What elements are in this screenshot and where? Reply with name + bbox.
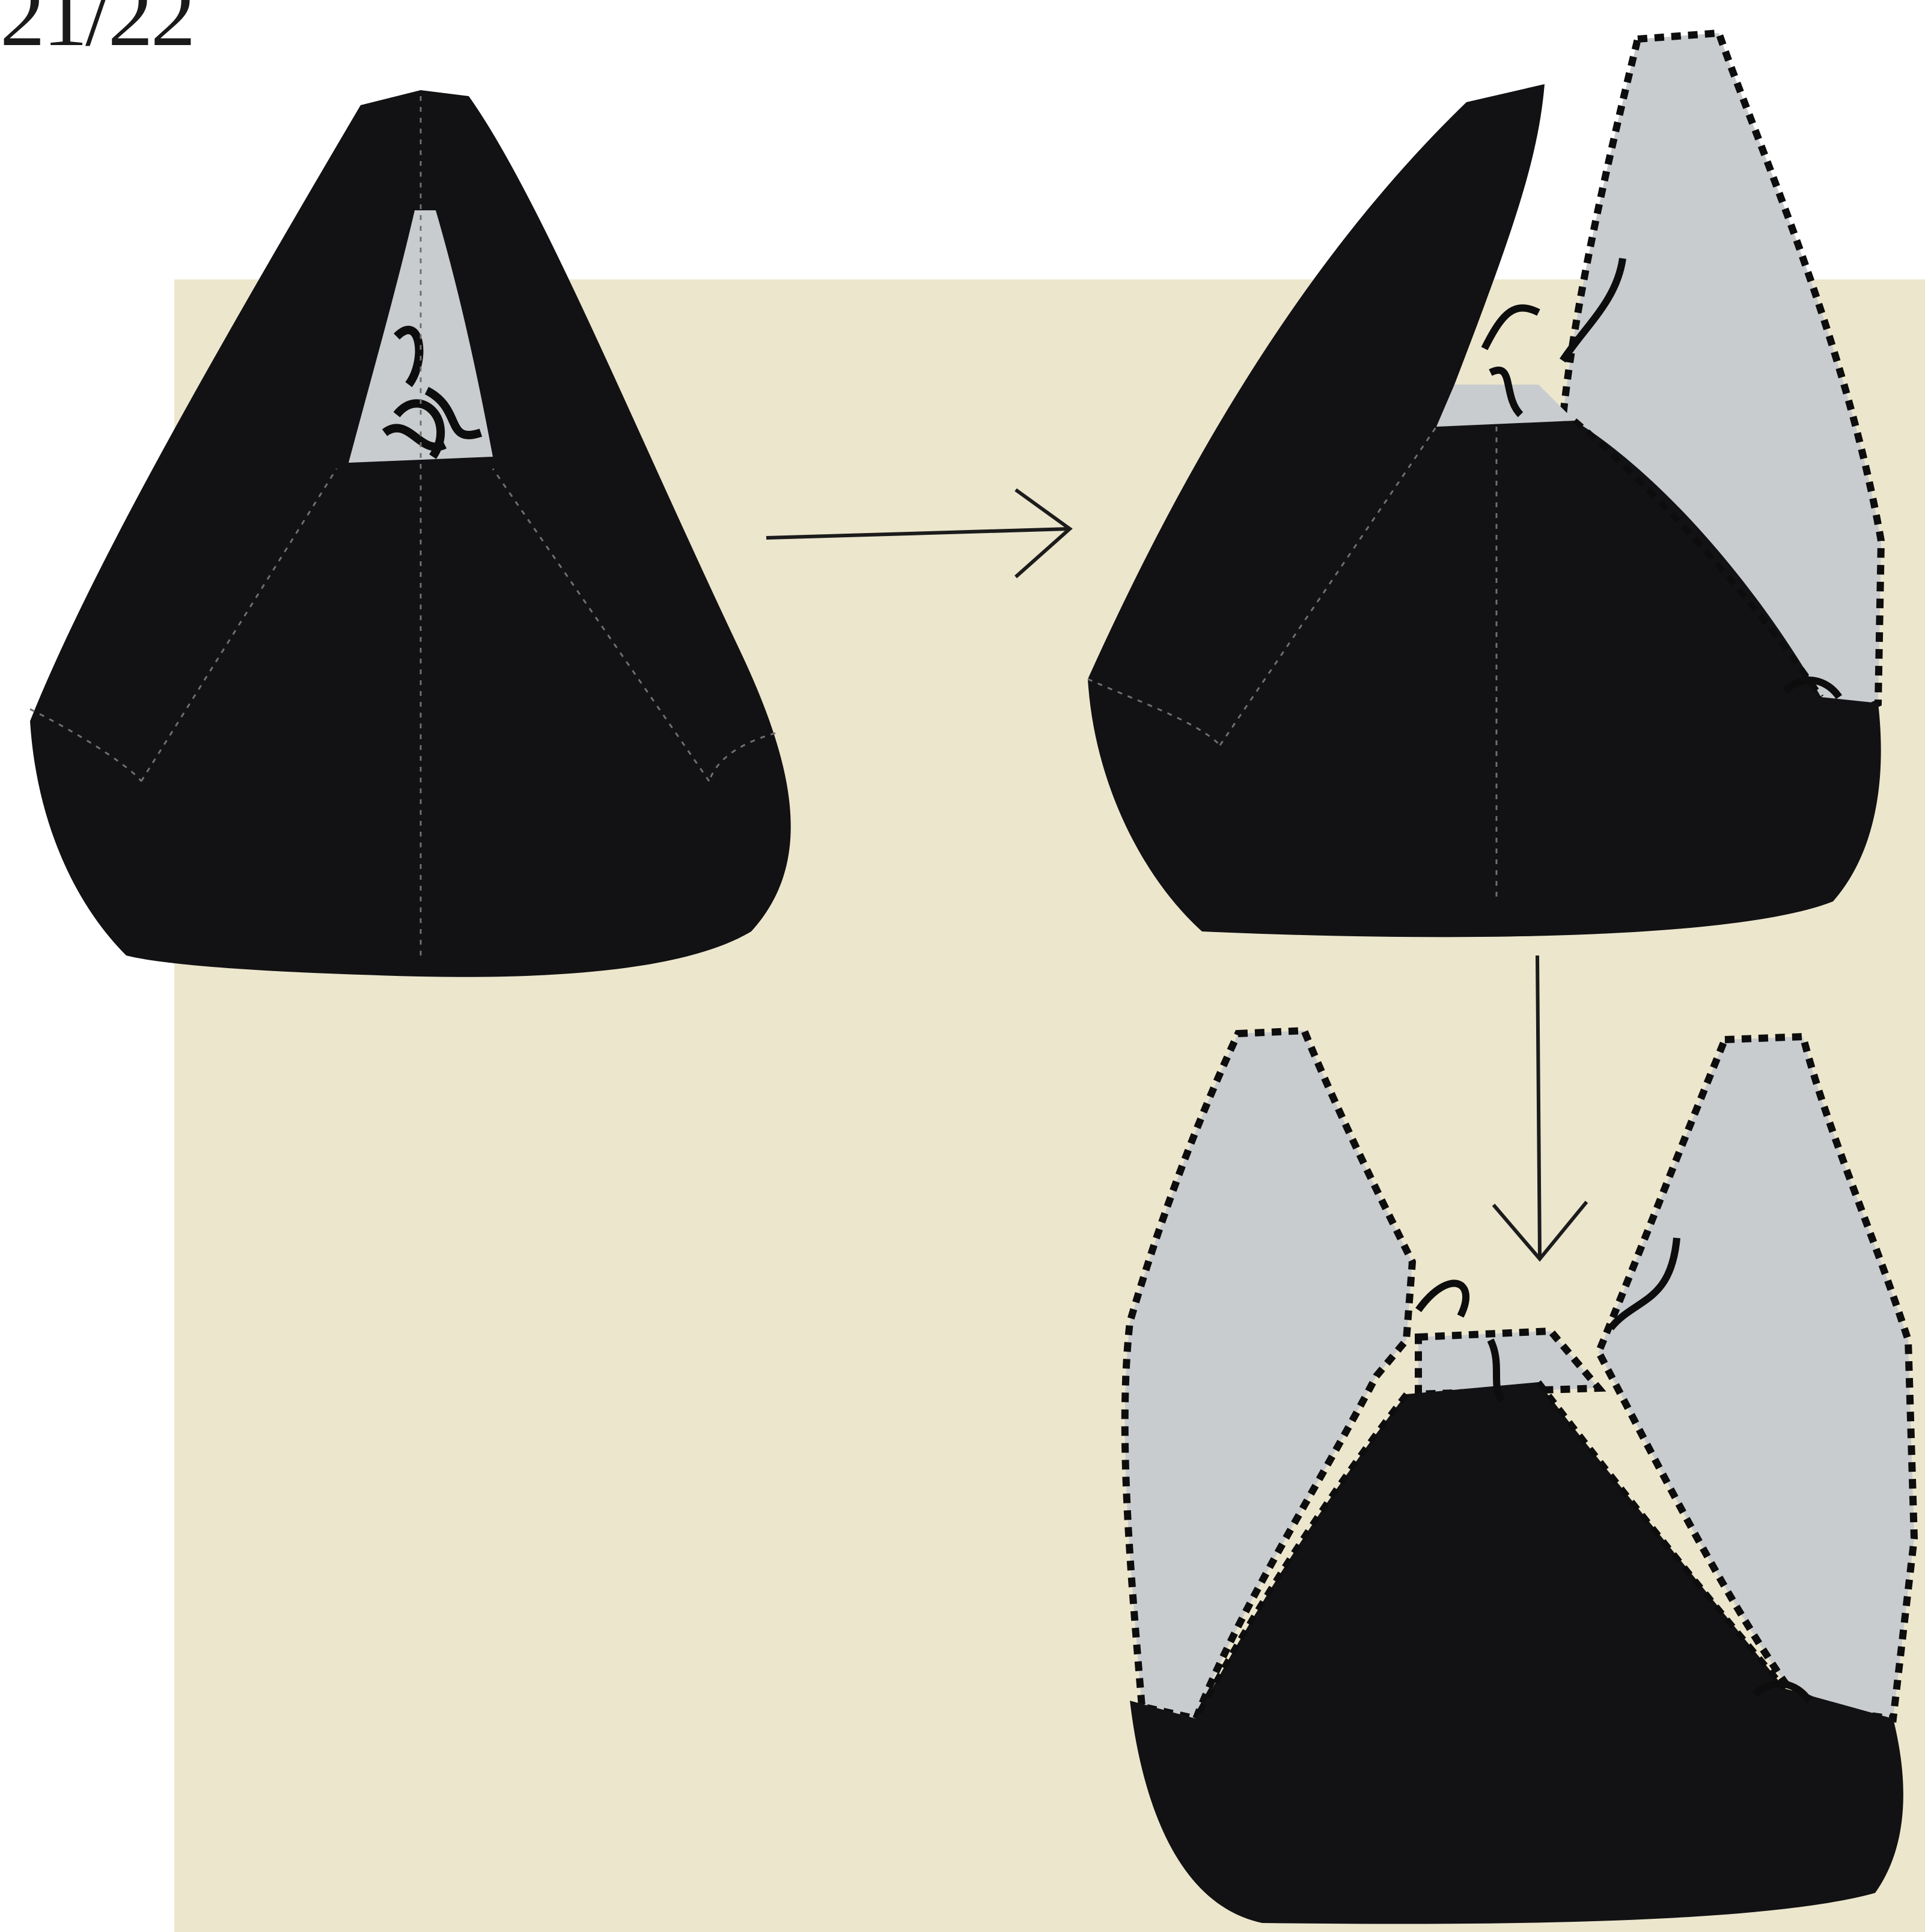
step-1-dark-fabric <box>30 90 791 977</box>
step-2-one-flap-open <box>1088 33 1881 937</box>
step-1-closed-pouch <box>30 90 791 977</box>
